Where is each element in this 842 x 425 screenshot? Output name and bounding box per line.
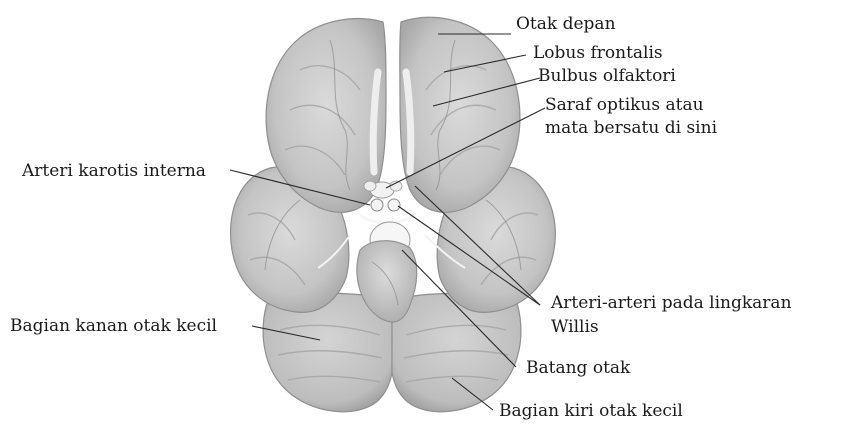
label-bulbus-olfaktori: Bulbus olfaktori [538, 66, 676, 86]
brain-illustration [231, 17, 556, 411]
label-otak-depan: Otak depan [516, 14, 616, 34]
label-bagian-kanan: Bagian kanan otak kecil [10, 316, 217, 336]
optic-nerve-right [364, 181, 376, 191]
label-saraf-optikus-line1: Saraf optikus atau [545, 95, 704, 115]
label-lobus-frontalis: Lobus frontalis [533, 43, 663, 63]
label-batang-otak: Batang otak [526, 358, 631, 378]
label-arteri-karotis: Arteri karotis interna [21, 161, 206, 181]
label-arteri-willis-line1: Arteri-arteri pada lingkaran [550, 293, 792, 313]
label-saraf-optikus-line2: mata bersatu di sini [545, 118, 718, 138]
label-arteri-willis-line2: Willis [551, 317, 599, 337]
label-bagian-kiri: Bagian kiri otak kecil [499, 401, 683, 421]
